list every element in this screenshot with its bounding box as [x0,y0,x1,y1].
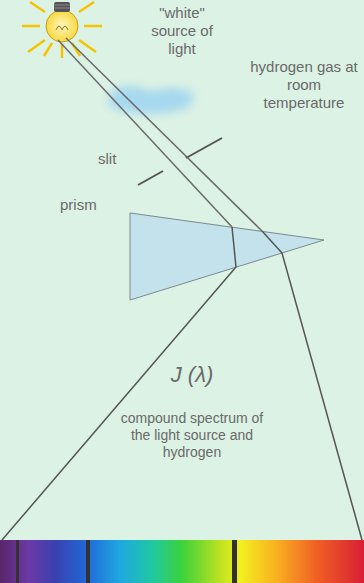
prism-label: prism [60,196,120,214]
source-label: "white" source of light [146,4,218,58]
prism [130,213,324,300]
hydrogen-cloud [108,86,194,114]
light-beam [58,38,262,231]
gas-label: hydrogen gas at room temperature [250,58,358,112]
light-bulb [46,2,78,42]
slit [138,138,222,185]
spectrum-band [0,540,364,583]
function-label: J (λ) [137,362,247,388]
slit-label: slit [98,150,138,168]
spectrum-caption: compound spectrum of the light source an… [117,410,267,460]
refracted-beam [2,227,362,540]
light-rays [22,2,102,58]
